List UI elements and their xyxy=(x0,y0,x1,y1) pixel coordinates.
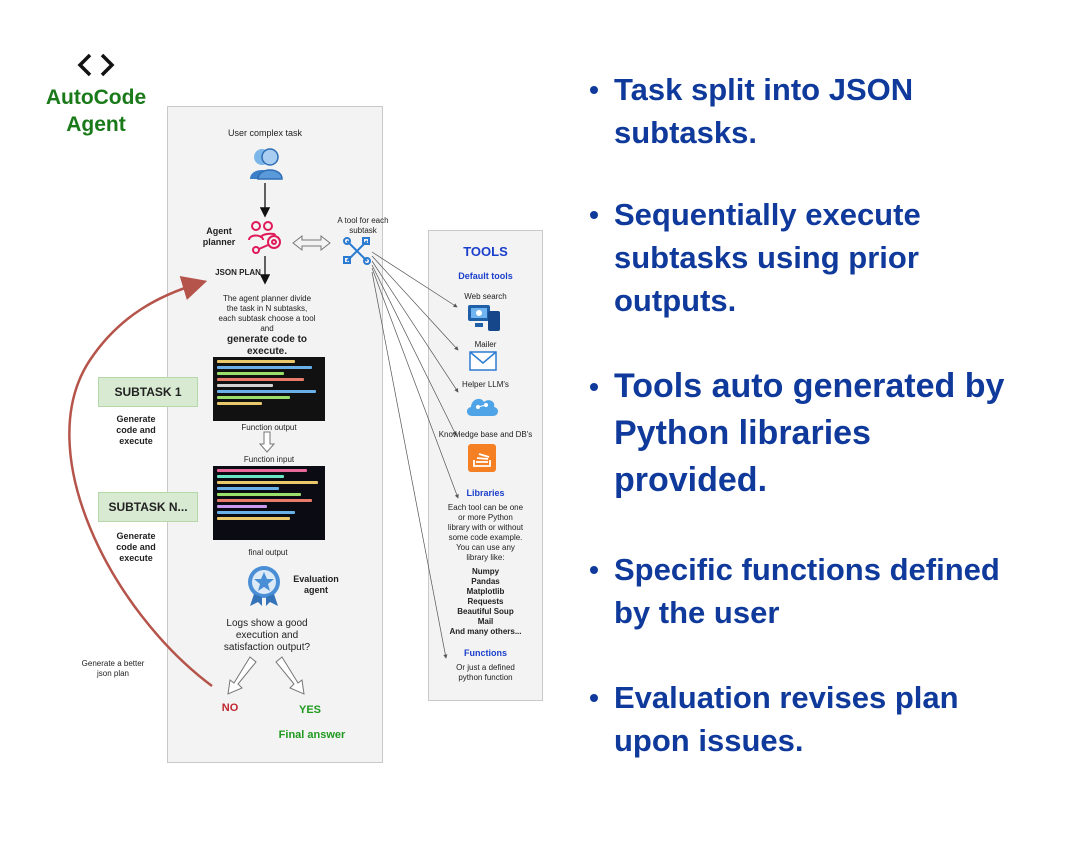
final-output-label: final output xyxy=(248,548,288,557)
hollow-arrow-function xyxy=(258,431,276,453)
tool-knowledge-base: Knowledge base and DB's xyxy=(438,430,533,439)
subtask-n-box: SUBTASK N... xyxy=(98,492,198,522)
yes-label: YES xyxy=(298,704,321,716)
hollow-arrow-no xyxy=(227,656,257,695)
tools-title: TOOLS xyxy=(463,244,508,259)
cloud-icon xyxy=(466,398,499,416)
function-input-label: Function input xyxy=(243,455,295,464)
mail-icon xyxy=(469,351,497,371)
tool-helper-llm: Helper LLM's xyxy=(462,380,509,389)
no-label: NO xyxy=(221,702,239,714)
bullet-dot-icon xyxy=(590,211,598,219)
subtask-1-box: SUBTASK 1 xyxy=(98,377,198,407)
function-output-label: Function output xyxy=(241,423,297,432)
planner-icon xyxy=(248,221,281,254)
tool-lines xyxy=(371,251,459,659)
json-plan-label: JSON PLAN xyxy=(215,268,261,277)
hollow-arrow-yes xyxy=(275,656,305,695)
bullet-dot-icon xyxy=(590,383,598,391)
brand-title-line2: Agent xyxy=(66,113,126,136)
database-icon xyxy=(468,444,496,472)
functions-title: Functions xyxy=(464,648,507,658)
libraries-title: Libraries xyxy=(466,488,505,498)
loop-arrow xyxy=(68,276,213,688)
code-snippet-1 xyxy=(213,357,325,421)
users-icon xyxy=(250,148,283,180)
final-answer-label: Final answer xyxy=(278,729,346,741)
web-search-icon xyxy=(468,305,500,331)
default-tools-label: Default tools xyxy=(458,271,513,281)
evaluation-agent-icon xyxy=(248,566,280,606)
tool-mailer: Mailer xyxy=(474,340,497,349)
bullet-dot-icon xyxy=(590,694,598,702)
brand: AutoCode Agent xyxy=(40,52,152,138)
user-task-label: User complex task xyxy=(227,128,303,138)
code-brackets-icon xyxy=(77,53,115,77)
code-snippet-2 xyxy=(213,466,325,540)
brand-title-line1: AutoCode xyxy=(45,86,147,109)
tools-icon xyxy=(343,237,371,265)
flow-panel xyxy=(167,106,383,763)
bullet-dot-icon xyxy=(590,566,598,574)
tool-web-search: Web search xyxy=(464,292,507,301)
double-arrow xyxy=(292,234,331,252)
bullet-dot-icon xyxy=(590,86,598,94)
